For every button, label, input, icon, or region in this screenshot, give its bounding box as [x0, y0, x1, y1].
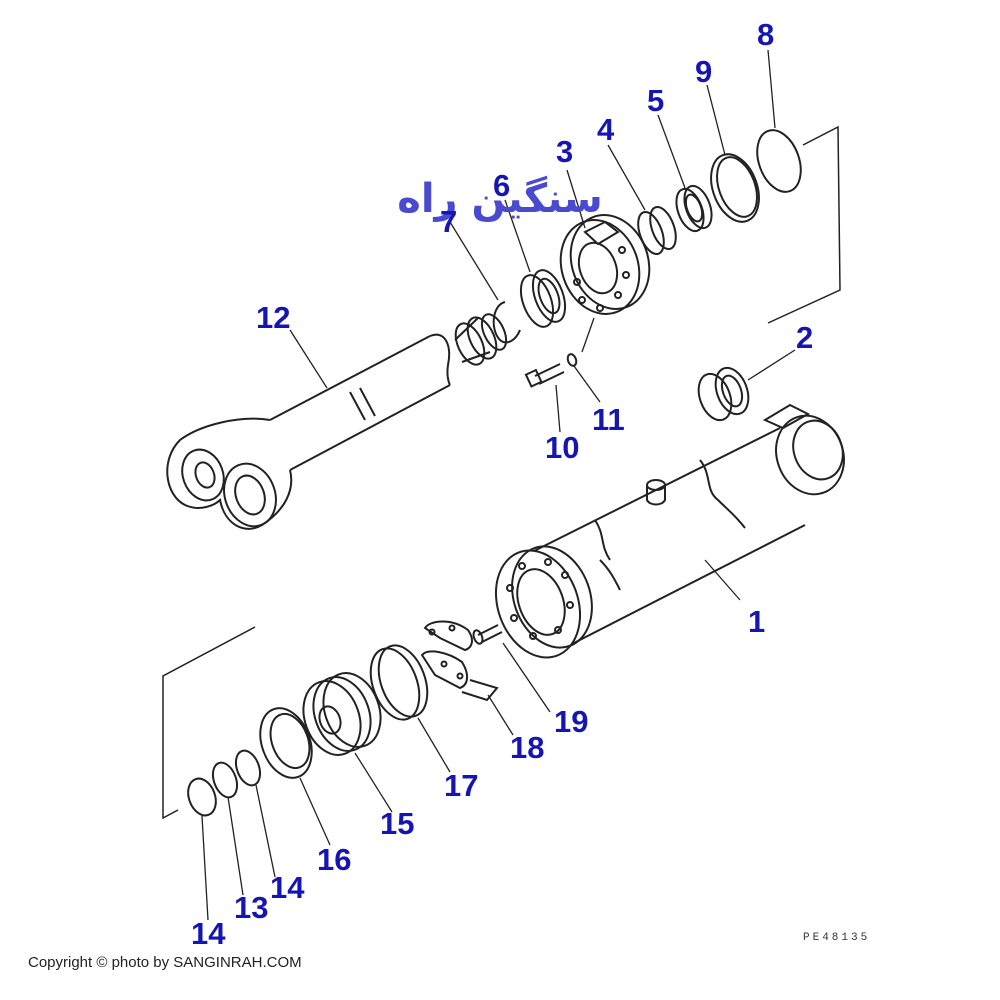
backup-ring-14-upper	[234, 749, 262, 787]
callout-5: 5	[647, 83, 664, 118]
backup-ring-14-lower	[187, 777, 217, 817]
seal-5	[675, 184, 713, 233]
callout-16: 16	[317, 842, 351, 877]
callout-17: 17	[444, 768, 478, 803]
callout-1: 1	[748, 604, 765, 639]
sanginrah-logo: سنگین راه	[397, 175, 603, 222]
piston-rod	[166, 313, 508, 530]
bushing-4	[637, 205, 677, 256]
wear-ring-16	[259, 707, 313, 779]
callout-9: 9	[695, 54, 712, 89]
callout-18: 18	[510, 730, 544, 765]
drawing-code: PE48135	[803, 932, 870, 944]
leader-lines	[201, 49, 796, 921]
callout-3: 3	[556, 134, 573, 169]
callouts: 1 2 3 4 5 6 7 8 9 10 11 12 13 14 14 15 1…	[191, 17, 813, 951]
o-ring-8	[756, 129, 802, 193]
callout-2: 2	[796, 320, 813, 355]
bushing-6	[519, 269, 567, 328]
bushing-2	[697, 366, 750, 422]
lower-bracket-line	[162, 626, 256, 820]
callout-14-upper: 14	[270, 870, 305, 905]
callout-8: 8	[757, 17, 774, 52]
callout-13: 13	[234, 890, 268, 925]
piston	[302, 672, 382, 756]
ring-9	[710, 153, 760, 223]
callout-7: 7	[440, 204, 457, 239]
watermark-text: سنگین راه	[397, 175, 603, 222]
cylinder-tube	[494, 403, 845, 659]
copyright-notice: Copyright © photo by SANGINRAH.COM	[28, 954, 302, 971]
split-collar	[420, 620, 499, 702]
washer-11	[566, 353, 578, 367]
bolt-10	[524, 363, 565, 388]
cylinder-head	[559, 214, 651, 315]
upper-bracket-line	[767, 125, 841, 324]
callout-11: 11	[592, 402, 625, 437]
ring-17	[369, 644, 429, 721]
callout-6: 6	[493, 168, 510, 203]
callout-4: 4	[597, 112, 615, 147]
callout-10: 10	[545, 430, 579, 465]
callout-14-lower: 14	[191, 916, 226, 951]
callout-12: 12	[256, 300, 290, 335]
bolt-19	[472, 624, 503, 645]
callout-19: 19	[554, 704, 588, 739]
callout-15: 15	[380, 806, 414, 841]
o-ring-13	[211, 761, 239, 799]
snap-ring	[492, 301, 521, 344]
